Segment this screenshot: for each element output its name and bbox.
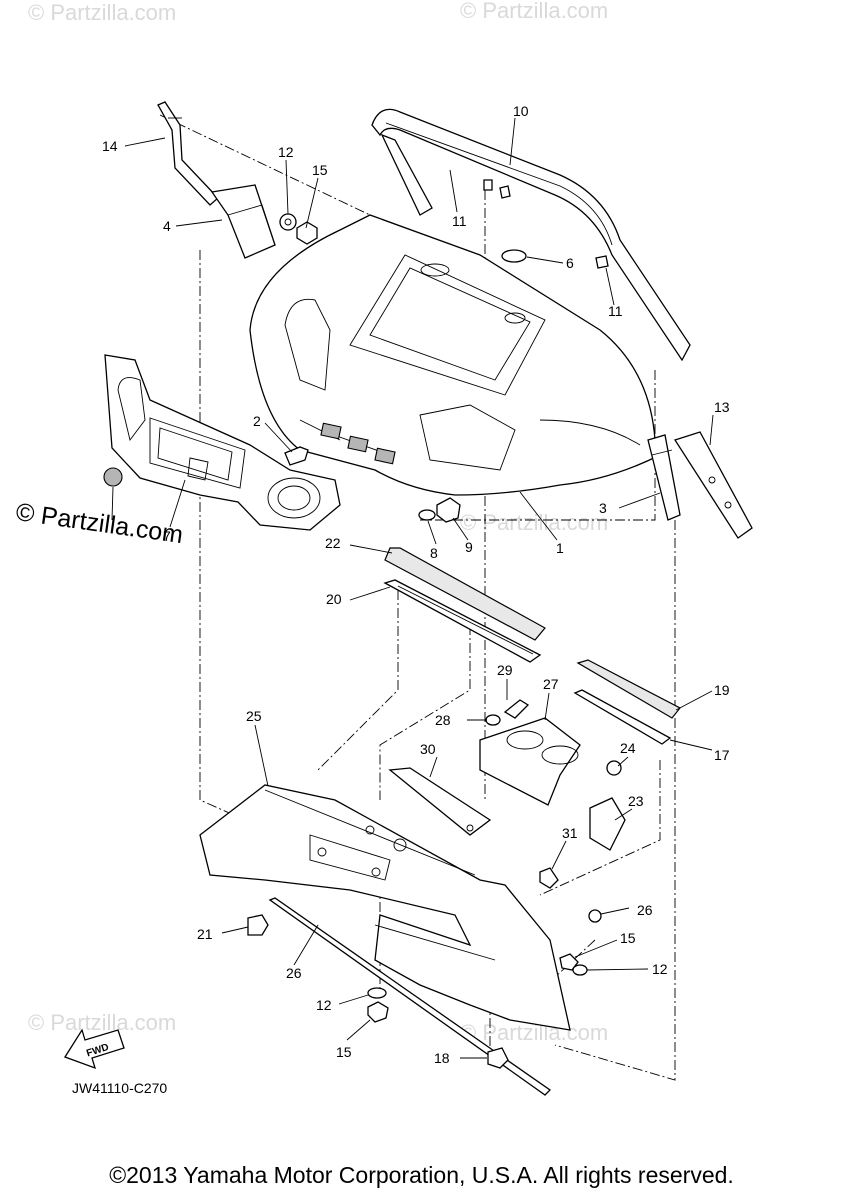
emblem-part-5 <box>103 467 123 487</box>
callout-20: 21 <box>197 926 213 942</box>
cap-part-6 <box>501 249 527 263</box>
panel-strip-part-18 <box>573 659 681 745</box>
callout-12: 12 <box>278 144 294 160</box>
nut-part-9 <box>436 497 461 523</box>
callout-10: 10 <box>513 103 529 119</box>
latch-part-22 <box>589 760 626 851</box>
bolt-part-2 <box>284 446 309 466</box>
bolt-part-29 <box>503 699 530 719</box>
callout-31: 31 <box>562 825 578 841</box>
nut-part-15 <box>367 1001 389 1023</box>
callout-21: 22 <box>325 535 341 551</box>
diagram-drawing: © Partzilla.com © Partzilla.com © Partzi… <box>28 0 753 1096</box>
callout-15: 15 <box>620 930 636 946</box>
callout-11: 11 <box>452 213 467 229</box>
bracket-part-4 <box>210 184 276 259</box>
rod-part-14 <box>157 101 219 206</box>
copyright-line: ©2013 Yamaha Motor Corporation, U.S.A. A… <box>109 1162 734 1188</box>
washer-part-8 <box>418 509 436 521</box>
callout-15: 15 <box>312 162 328 178</box>
callout-30: 30 <box>420 741 436 757</box>
roof-bar-part-10 <box>371 108 691 362</box>
callout-3: 3 <box>599 500 607 516</box>
callout-7: 7 <box>163 528 171 544</box>
callout-15: 15 <box>336 1044 352 1060</box>
watermark: © Partzilla.com <box>28 1010 176 1035</box>
callout-25: 26 <box>637 902 653 918</box>
side-bracket-part-3 <box>647 434 681 521</box>
callout-26: 26 <box>286 965 302 981</box>
callout-27: 27 <box>543 676 559 692</box>
washer-part-12 <box>279 213 297 231</box>
small-parts <box>103 179 609 523</box>
callout-14: 14 <box>102 138 118 154</box>
washer-part-12 <box>572 964 588 976</box>
grommet-part-23 <box>606 760 622 776</box>
upper-cowling-part-1 <box>249 214 661 496</box>
callout-9: 9 <box>465 539 473 555</box>
watermark: © Partzilla.com <box>460 510 608 535</box>
callout-23: 24 <box>620 740 636 756</box>
lower-dash-part-24 <box>199 784 571 1031</box>
fwd-arrow-icon: FWD <box>64 1028 125 1070</box>
callout-19: 20 <box>326 591 342 607</box>
leader-lines <box>111 117 714 1059</box>
callout-8: 8 <box>430 545 438 561</box>
callout-2: 2 <box>253 413 261 429</box>
nut-part-20 <box>247 914 269 936</box>
bottom-fasteners <box>247 699 602 1069</box>
callout-6: 6 <box>566 255 574 271</box>
cup-holder-part-27 <box>479 717 581 806</box>
washer-part-28 <box>485 714 501 726</box>
callout-11: 11 <box>608 303 623 319</box>
diagram-code: JW41110-C270 <box>72 1080 168 1096</box>
callout-1: 1 <box>556 540 564 556</box>
side-bracket-part-13 <box>673 431 753 539</box>
strip-part-26 <box>268 897 552 1096</box>
callout-22: 23 <box>628 793 644 809</box>
watermark: © Partzilla.com <box>460 0 608 23</box>
nut-part-17 <box>487 1047 509 1069</box>
callout-18: 19 <box>714 682 730 698</box>
sheet-part-30 <box>388 767 492 836</box>
grommet-part-25 <box>588 909 602 923</box>
callout-29: 29 <box>497 662 513 678</box>
washer-part-12 <box>367 987 387 999</box>
watermark: © Partzilla.com <box>28 0 176 25</box>
headlight-grille-part-7 <box>104 354 341 531</box>
callout-28: 28 <box>435 712 451 728</box>
callout-12: 12 <box>652 961 668 977</box>
callouts: 14 4 12 15 10 11 6 11 13 2 3 7 8 9 1 22 … <box>102 103 730 1066</box>
callout-16: 17 <box>714 747 730 763</box>
callout-24: 25 <box>246 708 262 724</box>
clip-part-31 <box>539 867 559 889</box>
panel-strip-part-21 <box>383 547 546 663</box>
callout-12: 12 <box>316 997 332 1013</box>
callout-4: 4 <box>163 218 171 234</box>
callout-13: 13 <box>714 399 730 415</box>
callout-17: 18 <box>434 1050 450 1066</box>
